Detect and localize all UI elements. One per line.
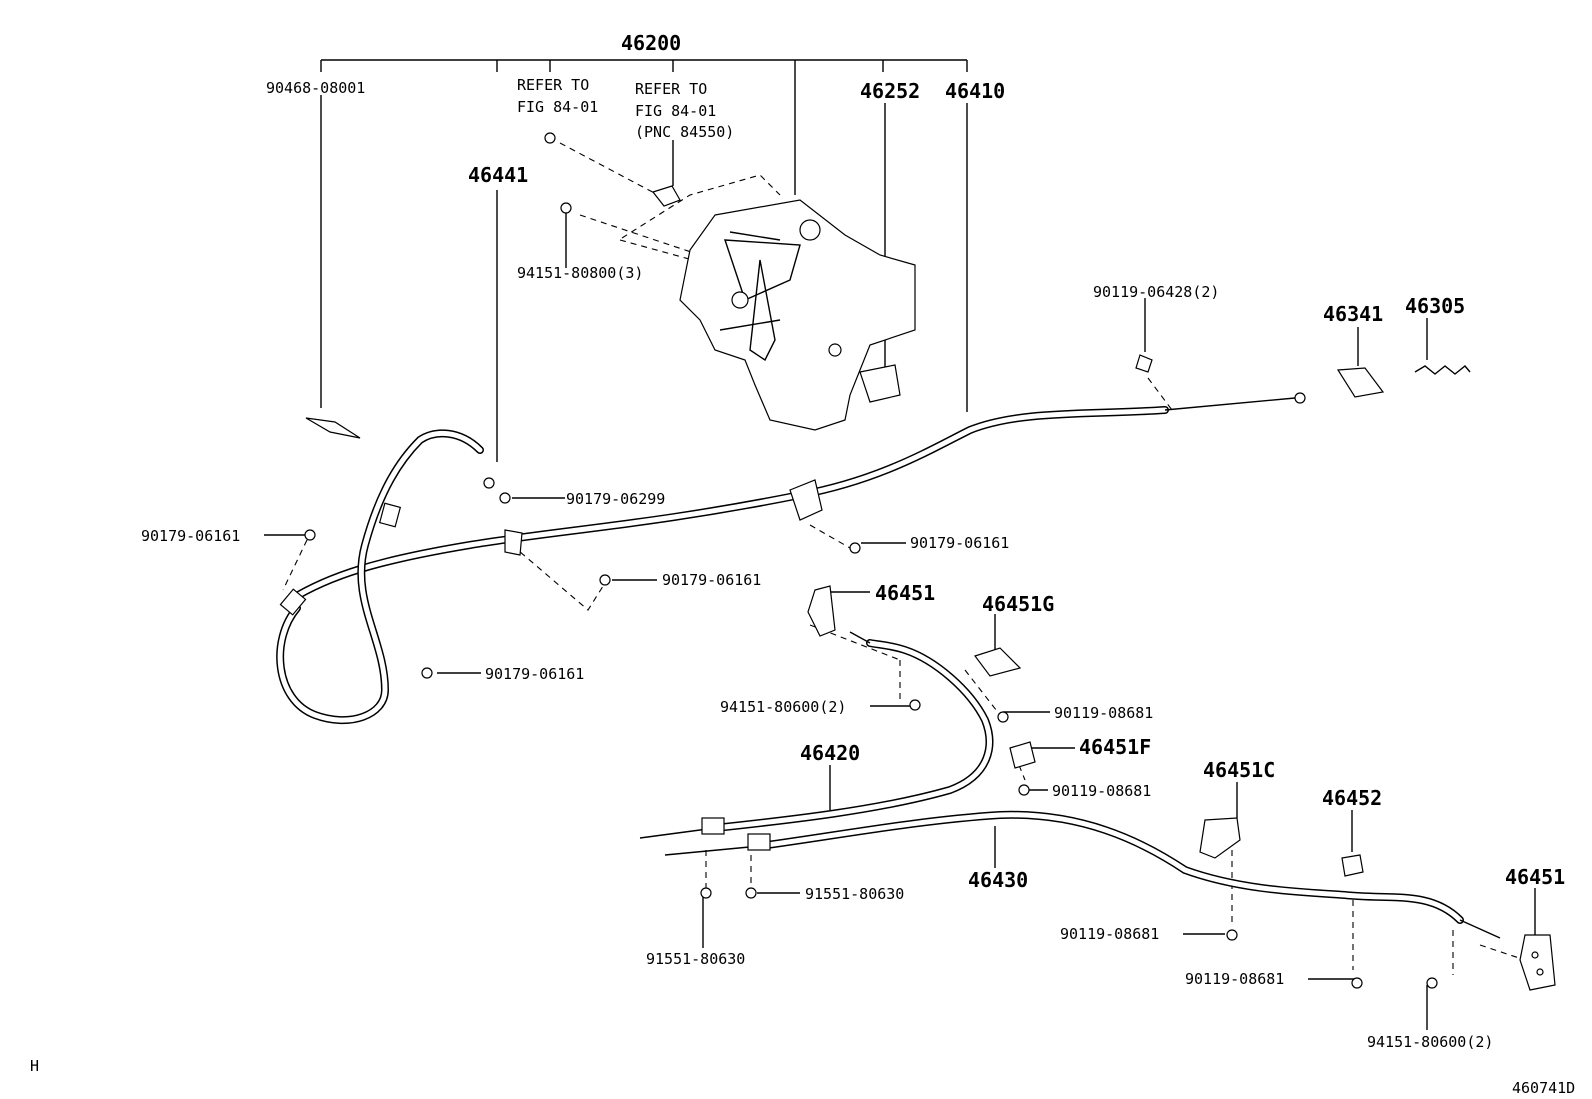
label-91551-80630-right: 91551-80630 (805, 885, 904, 903)
label-94151-80600-2-lower: 94151-80600(2) (1367, 1033, 1493, 1051)
label-46451C: 46451C (1203, 758, 1275, 782)
cable-46441 (276, 429, 484, 725)
label-46441: 46441 (468, 163, 528, 187)
cable-46420 (639, 631, 994, 839)
label-90119-08681-c: 90119-08681 (1060, 925, 1159, 943)
refer-note-1-line1: REFER TO (517, 76, 589, 94)
refer-note-1-line2: FIG 84-01 (517, 98, 598, 116)
label-90179-06161-left: 90179-06161 (141, 527, 240, 545)
corner-letter: H (30, 1057, 39, 1075)
leader-lines (264, 95, 1536, 1030)
label-46252: 46252 (860, 79, 920, 103)
label-46341: 46341 (1323, 302, 1383, 326)
label-90179-06161-right: 90179-06161 (910, 534, 1009, 552)
label-46420: 46420 (800, 741, 860, 765)
label-90179-06161-low: 90179-06161 (485, 665, 584, 683)
label-46451F: 46451F (1079, 735, 1151, 759)
label-94151-80800-3: 94151-80800(3) (517, 264, 643, 282)
label-90179-06161-mid: 90179-06161 (662, 571, 761, 589)
label-46451-lower: 46451 (1505, 865, 1565, 889)
label-46410: 46410 (945, 79, 1005, 103)
label-90119-08681-b: 90119-08681 (1052, 782, 1151, 800)
refer-note-2-line1: REFER TO (635, 80, 707, 98)
label-46452: 46452 (1322, 786, 1382, 810)
cable-46410 (286, 392, 1306, 604)
figure-code: 460741D (1512, 1079, 1575, 1097)
label-90119-08681-d: 90119-08681 (1185, 970, 1284, 988)
assembly-bracket-46200 (320, 59, 968, 195)
label-90179-06299: 90179-06299 (566, 490, 665, 508)
label-90119-06428-2: 90119-06428(2) (1093, 283, 1219, 301)
label-91551-80630-left: 91551-80630 (646, 950, 745, 968)
part-labels: 46200 90468-08001 REFER TO FIG 84-01 REF… (30, 31, 1575, 1097)
small-parts (304, 132, 1556, 991)
label-46305: 46305 (1405, 294, 1465, 318)
label-90468-08001: 90468-08001 (266, 79, 365, 97)
refer-note-2-line3: (PNC 84550) (635, 123, 734, 141)
label-46430: 46430 (968, 868, 1028, 892)
label-90119-08681-a: 90119-08681 (1054, 704, 1153, 722)
label-46451G: 46451G (982, 592, 1054, 616)
cable-46430 (664, 810, 1501, 939)
refer-note-2-line2: FIG 84-01 (635, 102, 716, 120)
label-94151-80600-2-upper: 94151-80600(2) (720, 698, 846, 716)
parking-brake-lever-assembly (679, 199, 916, 431)
label-46200: 46200 (621, 31, 681, 55)
label-46451-upper: 46451 (875, 581, 935, 605)
